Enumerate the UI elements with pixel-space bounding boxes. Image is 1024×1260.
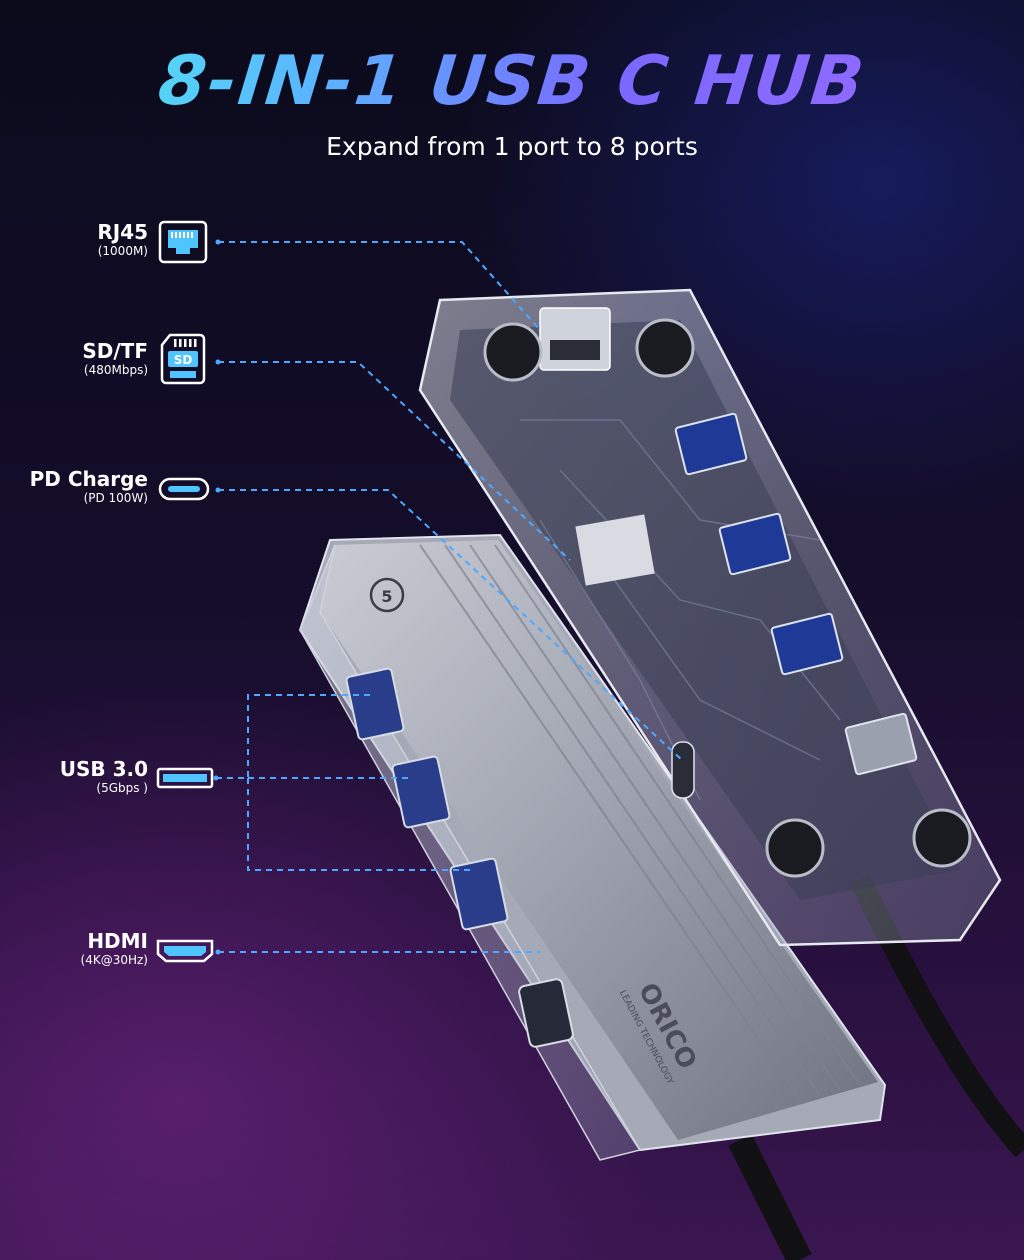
svg-text:SD: SD xyxy=(174,353,193,367)
port-name: PD Charge xyxy=(29,467,148,491)
cable xyxy=(728,1134,812,1260)
port-spec: (480Mbps) xyxy=(83,363,148,377)
port-label-hdmi: HDMI (4K@30Hz) xyxy=(81,930,148,968)
ethernet-port-icon xyxy=(158,220,208,264)
aluminum-hub: 5 ORICO LEADING TECHNOLOGY xyxy=(298,533,887,1161)
usb-c-port-icon xyxy=(158,477,210,501)
port-label-rj45: RJ45 (1000M) xyxy=(97,221,148,259)
speed-badge: 5 xyxy=(381,587,392,606)
transparent-hub xyxy=(418,288,1002,947)
port-name: RJ45 xyxy=(97,220,148,244)
hero-subtitle: Expand from 1 port to 8 ports xyxy=(326,132,698,161)
port-name: HDMI xyxy=(87,929,148,953)
hdmi-port-icon xyxy=(156,939,214,963)
sd-card-icon: SD xyxy=(160,333,206,385)
port-name: USB 3.0 xyxy=(59,757,148,781)
port-label-sdtf: SD/TF (480Mbps) xyxy=(82,340,148,378)
port-name: SD/TF xyxy=(82,339,148,363)
callout-lines xyxy=(216,241,683,953)
port-spec: (PD 100W) xyxy=(83,491,148,505)
port-label-usb3: USB 3.0 (5Gbps ) xyxy=(60,758,148,796)
usb-a-port-icon xyxy=(156,767,214,789)
port-label-pd-charge: PD Charge (PD 100W) xyxy=(30,468,148,506)
port-spec: (1000M) xyxy=(97,244,148,258)
port-spec: (4K@30Hz) xyxy=(80,953,148,967)
port-spec: (5Gbps ) xyxy=(96,781,148,795)
